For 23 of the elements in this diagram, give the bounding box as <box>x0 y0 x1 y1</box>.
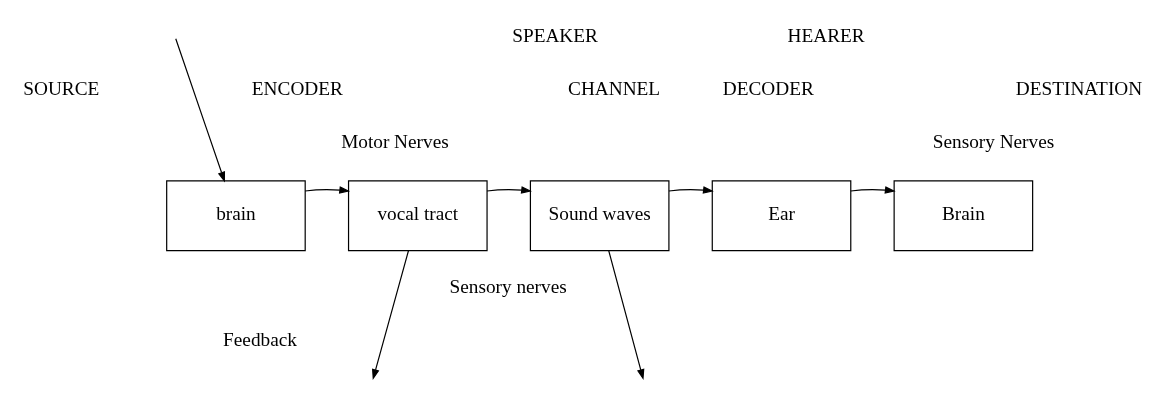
label: HEARER <box>787 25 865 47</box>
node-box: Sound waves <box>529 180 670 252</box>
arrow <box>486 186 532 194</box>
label: ENCODER <box>251 78 343 100</box>
label: Sensory Nerves <box>932 131 1055 153</box>
node-box: Brain <box>893 180 1034 252</box>
label: SPEAKER <box>512 25 598 47</box>
arrow <box>608 250 645 380</box>
arrow <box>850 186 896 194</box>
arrow <box>304 186 351 194</box>
arrow <box>372 250 410 380</box>
label: Motor Nerves <box>341 131 449 153</box>
label: Sensory nerves <box>449 275 567 297</box>
node-box: Ear <box>711 180 852 252</box>
arrow <box>175 38 226 183</box>
node-box: brain <box>166 180 306 252</box>
label: CHANNEL <box>568 78 661 100</box>
label: Feedback <box>223 328 297 350</box>
label: DECODER <box>722 78 814 100</box>
label: DESTINATION <box>1015 78 1143 100</box>
label: SOURCE <box>23 78 100 100</box>
node-box: vocal tract <box>347 180 488 252</box>
arrow <box>668 186 714 194</box>
